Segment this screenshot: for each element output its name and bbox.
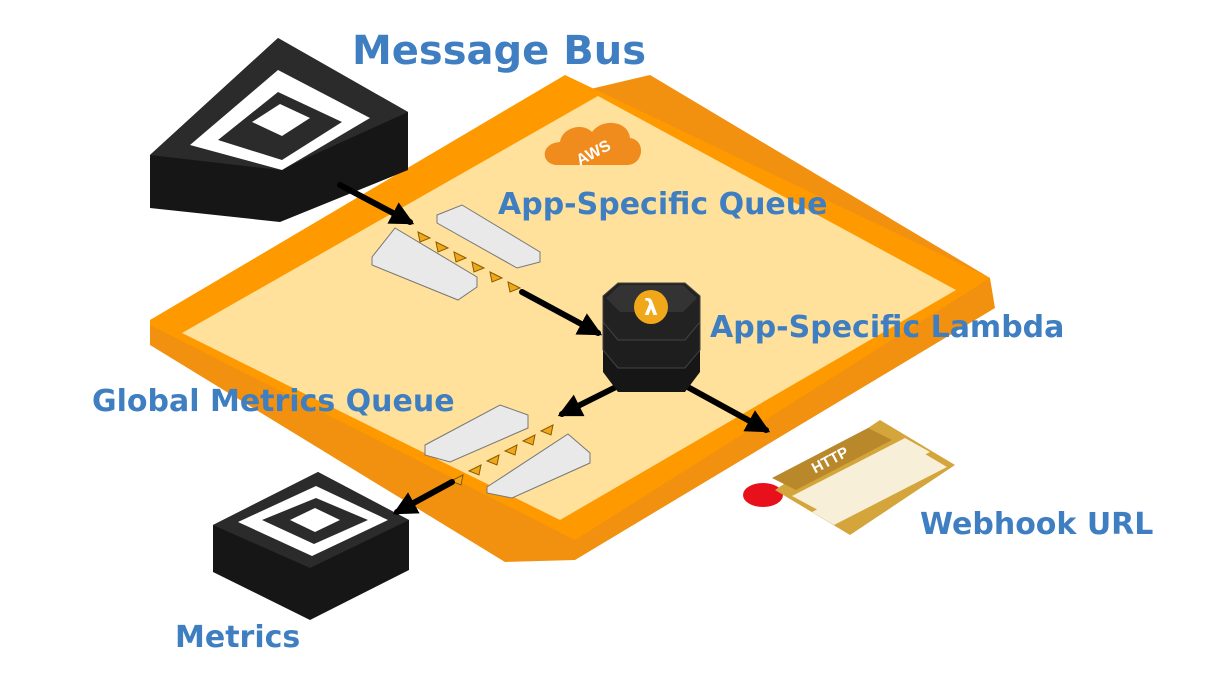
queue-messages [449, 424, 554, 486]
queue-messages [417, 231, 522, 293]
device-icon [190, 70, 370, 170]
message-source-device [150, 38, 408, 222]
arrow-icon [392, 479, 455, 515]
arrow-icon [681, 382, 771, 433]
metrics-device [213, 472, 409, 620]
device-icon [238, 486, 388, 556]
lambda-symbol: λ [644, 296, 658, 321]
webhook-endpoint: HTTP [743, 420, 955, 535]
arrow-icon [557, 382, 623, 417]
metrics-label: Metrics [175, 620, 301, 655]
webhook-status-dot [743, 483, 783, 507]
global-metrics-queue-label: Global Metrics Queue [92, 384, 455, 419]
app-specific-lambda-label: App-Specific Lambda [710, 310, 1065, 345]
webhook-url-label: Webhook URL [920, 507, 1154, 542]
lambda-icon: λ [634, 290, 668, 324]
diagram-title: Message Bus [352, 28, 647, 74]
arrow-icon [519, 289, 603, 336]
arrow-icon [337, 182, 415, 225]
global-metrics-queue [424, 404, 591, 499]
aws-cloud-icon: AWS [544, 122, 642, 169]
lambda-function: λ [602, 282, 701, 392]
queue-icon [424, 404, 591, 499]
app-specific-queue-label: App-Specific Queue [498, 187, 828, 222]
queue-icon [371, 204, 541, 301]
app-specific-queue [371, 204, 541, 301]
flow-arrows [337, 182, 771, 515]
